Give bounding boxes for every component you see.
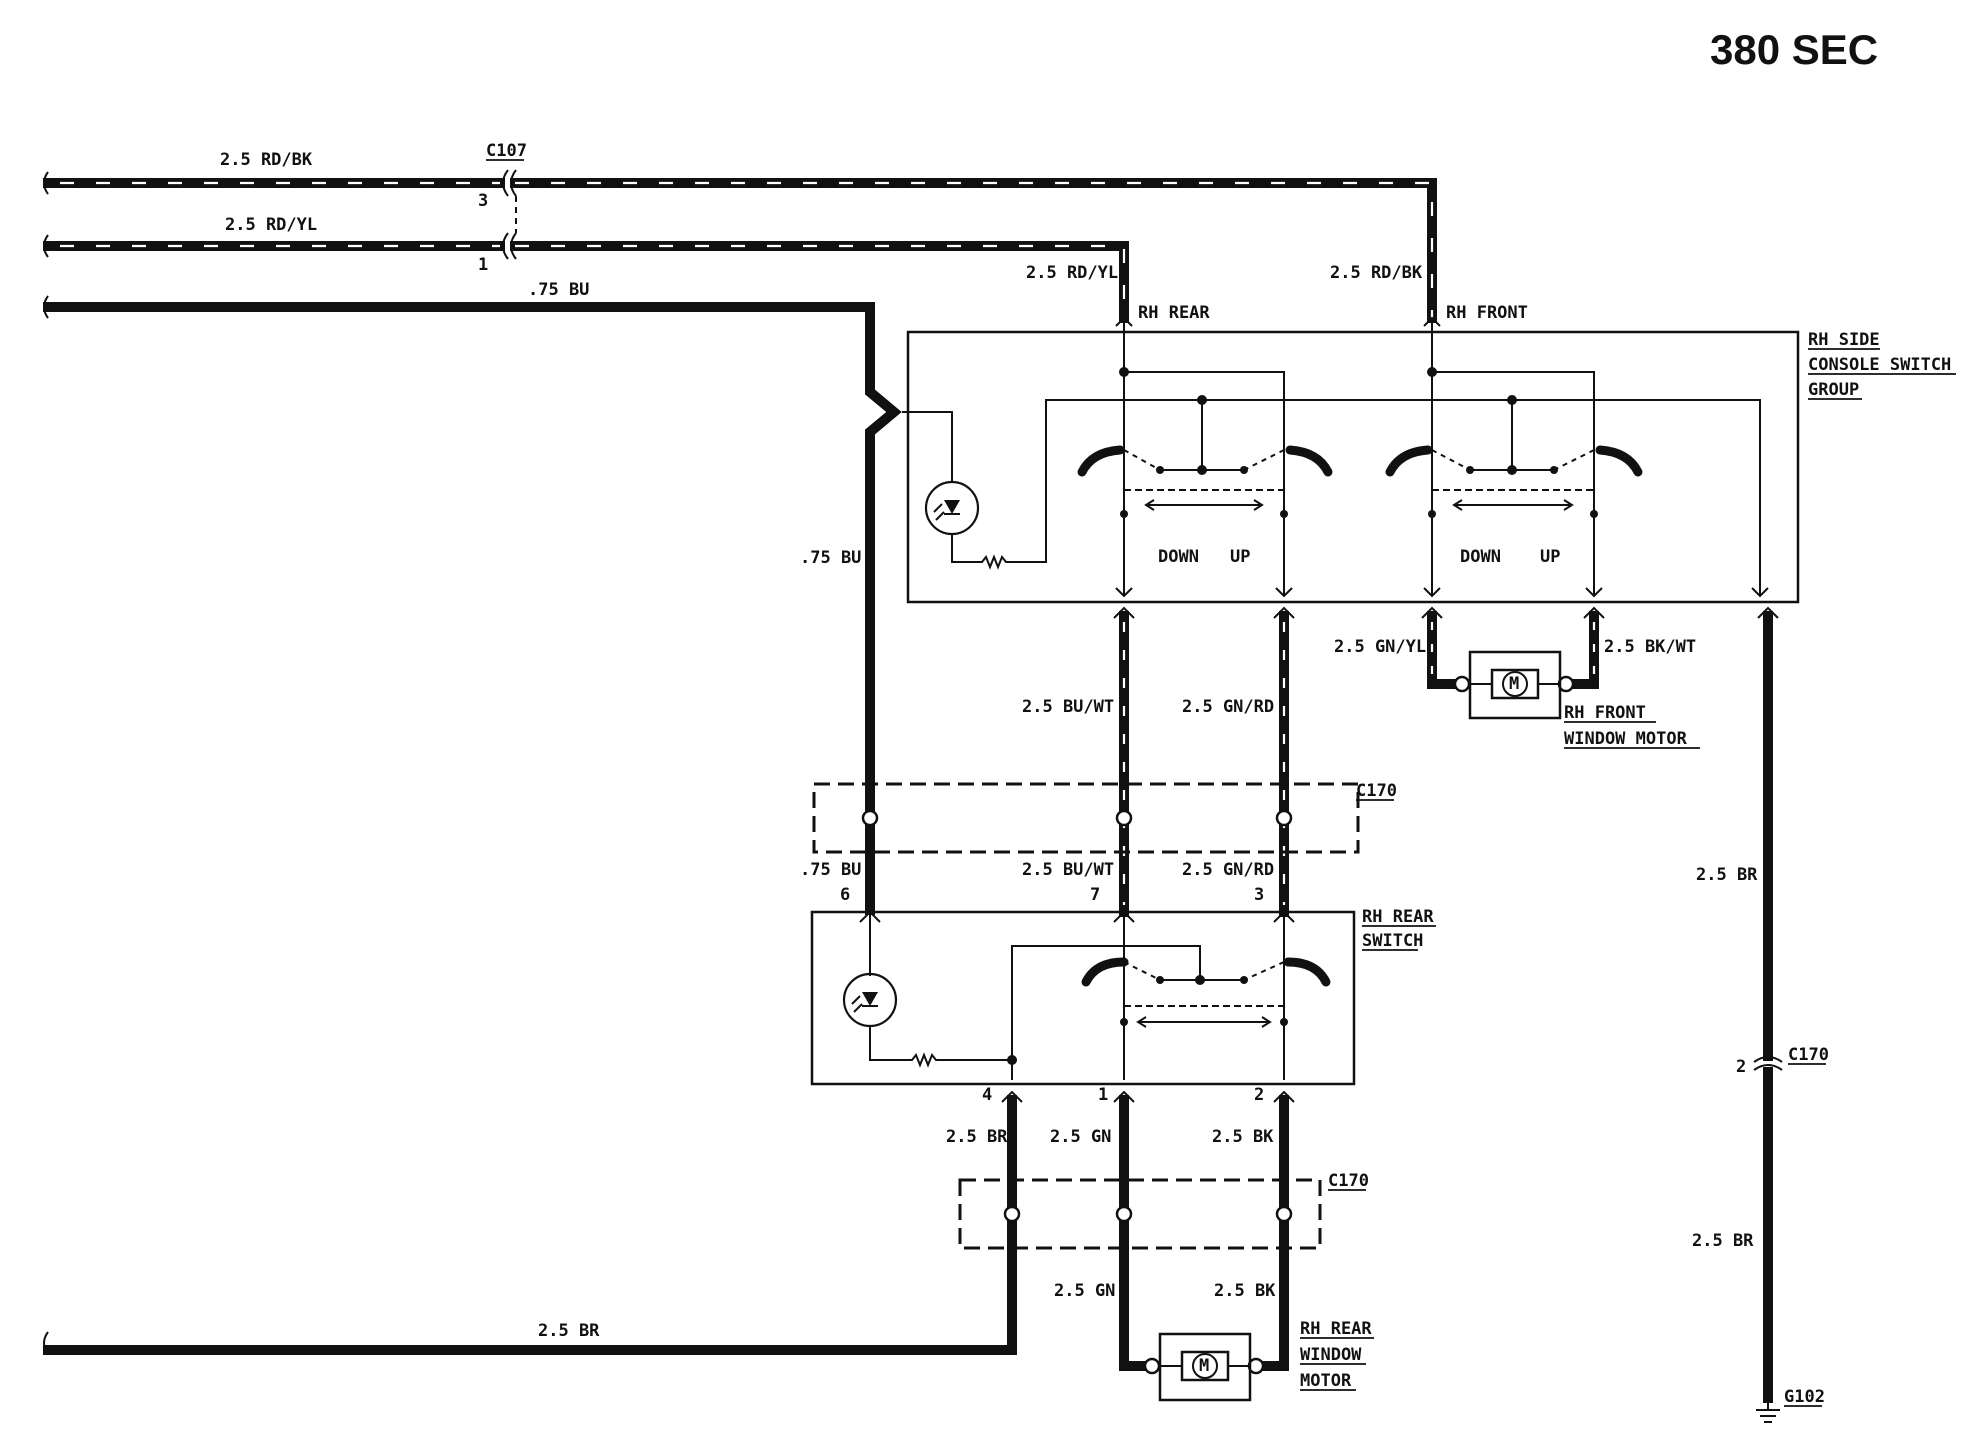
label-bu-wt-lower: 2.5 BU/WT — [1022, 860, 1114, 880]
console-out-arrows — [1113, 606, 1295, 619]
console-switch-group-box — [906, 330, 1800, 604]
label-rear-motor-line2: WINDOW — [1300, 1345, 1362, 1365]
ground-g102-icon — [1756, 1398, 1780, 1423]
motor-feed-arrows — [1421, 606, 1605, 619]
label-pin6: 6 — [840, 885, 850, 905]
label-rear-switch-line1: RH REAR — [1362, 907, 1434, 927]
console-rear-switch — [1077, 367, 1333, 598]
label-bu-lower: .75 BU — [800, 860, 861, 880]
connector-c107 — [502, 169, 517, 260]
label-c107-pin1: 1 — [478, 255, 488, 275]
label-pin2: 2 — [1254, 1085, 1264, 1105]
connector-c170-upper — [812, 782, 1360, 854]
label-down-left: DOWN — [1158, 547, 1199, 567]
label-gn-rd-lower: 2.5 GN/RD — [1182, 860, 1274, 880]
front-motor-symbol: M — [1509, 674, 1519, 694]
feed-arrows — [1115, 316, 1441, 327]
rear-motor-symbol: M — [1199, 1356, 1209, 1376]
connector-c170-middle — [958, 1178, 1322, 1250]
label-gn-mid: 2.5 GN — [1050, 1127, 1111, 1147]
console-lamp-icon — [902, 399, 1769, 598]
wire-rd-bk-feed — [43, 178, 1437, 323]
label-c107-pin3: 3 — [478, 191, 488, 211]
wire-rd-yl-feed — [43, 241, 1129, 323]
label-bu-top: .75 BU — [528, 280, 589, 300]
rear-switch-box — [810, 910, 1356, 1086]
diagram-title: 380 SEC — [1710, 26, 1878, 73]
label-front-motor-line2: WINDOW MOTOR — [1564, 729, 1688, 749]
wire-break-marks — [43, 171, 49, 1355]
wire-gn-yl — [1427, 611, 1461, 689]
label-gn-yl: 2.5 GN/YL — [1334, 637, 1426, 657]
label-up-right: UP — [1540, 547, 1560, 567]
label-rd-bk-left: 2.5 RD/BK — [220, 150, 313, 170]
label-console-line2: CONSOLE SWITCH — [1808, 355, 1951, 375]
wire-br-ground — [1753, 606, 1783, 1403]
label-c107: C107 — [486, 141, 527, 161]
wire-bu-feed — [43, 302, 902, 915]
label-pin4: 4 — [982, 1085, 992, 1105]
label-g102: G102 — [1784, 1387, 1825, 1407]
label-bk-wt: 2.5 BK/WT — [1604, 637, 1696, 657]
wire-gn-rear — [1119, 1095, 1151, 1371]
rear-switch-in-arrows — [859, 910, 1295, 923]
label-c170-right: C170 — [1788, 1045, 1829, 1065]
label-c170-right-pin: 2 — [1736, 1057, 1746, 1077]
label-rear-switch-line2: SWITCH — [1362, 931, 1423, 951]
label-br-right-lower: 2.5 BR — [1692, 1231, 1754, 1251]
label-console-line1: RH SIDE — [1808, 330, 1880, 350]
label-rear-motor-line3: MOTOR — [1300, 1371, 1352, 1391]
label-br-mid: 2.5 BR — [946, 1127, 1008, 1147]
wire-bk-rear — [1257, 1095, 1289, 1371]
label-pin7: 7 — [1090, 885, 1100, 905]
rear-window-motor-icon — [1143, 1332, 1265, 1402]
label-gn-low: 2.5 GN — [1054, 1281, 1115, 1301]
label-br-right-upper: 2.5 BR — [1696, 865, 1758, 885]
label-rd-yl-left: 2.5 RD/YL — [225, 215, 317, 235]
rear-switch-lamp-icon — [842, 912, 1201, 1080]
label-c170-top: C170 — [1356, 781, 1397, 801]
rear-switch-out-arrows — [1001, 1090, 1295, 1103]
label-pin1: 1 — [1098, 1085, 1108, 1105]
wire-bk-wt — [1567, 611, 1599, 689]
label-gn-rd-upper: 2.5 GN/RD — [1182, 697, 1274, 717]
label-up-left: UP — [1230, 547, 1250, 567]
label-console-line3: GROUP — [1808, 380, 1859, 400]
label-pin3: 3 — [1254, 885, 1264, 905]
label-c170-mid: C170 — [1328, 1171, 1369, 1191]
label-bu-wt-upper: 2.5 BU/WT — [1022, 697, 1114, 717]
label-front-motor-line1: RH FRONT — [1564, 703, 1646, 723]
label-rear-motor-line1: RH REAR — [1300, 1319, 1372, 1339]
label-bk-mid: 2.5 BK — [1212, 1127, 1274, 1147]
label-down-right: DOWN — [1460, 547, 1501, 567]
label-bu-vertical: .75 BU — [800, 548, 861, 568]
label-rh-front-feed: RH FRONT — [1446, 303, 1528, 323]
wire-br-rear — [43, 1095, 1017, 1355]
label-rd-bk-drop: 2.5 RD/BK — [1330, 263, 1423, 283]
rear-switch-contacts — [1081, 912, 1331, 1080]
label-rd-yl-drop: 2.5 RD/YL — [1026, 263, 1118, 283]
label-br-bottom: 2.5 BR — [538, 1321, 600, 1341]
label-rh-rear-feed: RH REAR — [1138, 303, 1210, 323]
label-bk-low: 2.5 BK — [1214, 1281, 1276, 1301]
front-window-motor-icon — [1453, 650, 1575, 720]
console-front-switch — [1385, 367, 1643, 598]
